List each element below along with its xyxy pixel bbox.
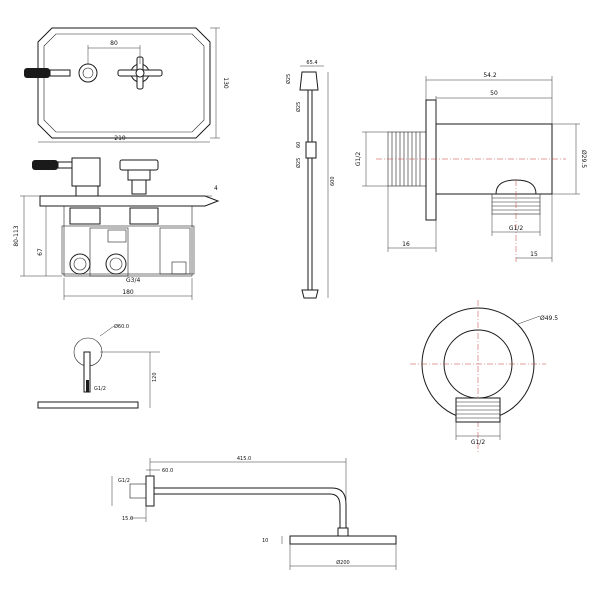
- dim-ceiling-drop: 120: [152, 372, 158, 382]
- dim-head-height: 10: [262, 538, 268, 544]
- dim-width: 210: [114, 135, 126, 142]
- thread-size-label: G3/4: [126, 277, 140, 284]
- dim-wall-offset: 15.0: [122, 516, 133, 522]
- dim-ceiling-flange: Ø60.0: [114, 323, 129, 330]
- dim-front-diameter: Ø49.5: [540, 315, 558, 322]
- rail-bottom-bracket-icon: [301, 289, 319, 299]
- dim-overall: 54.2: [483, 72, 497, 79]
- lever-handle-icon: [24, 63, 98, 83]
- rail-top-bracket-icon: [299, 71, 319, 91]
- outlet-elbow-front-view: Ø49.5 G1/2: [410, 300, 558, 452]
- rail-label-c: 60: [296, 142, 302, 148]
- dim-inlet-thread: G1/2: [355, 152, 362, 166]
- dim-body: 50: [490, 90, 498, 97]
- ceiling-head-view: Ø60.0 G1/2 120: [37, 323, 160, 409]
- dim-height: 130: [222, 77, 229, 89]
- dim-body-depth: 67: [37, 248, 44, 256]
- outlet-elbow-side-view: 54.2 50 G1/2 Ø29.5 16 G1/2 15: [355, 72, 587, 262]
- wall-thread: G1/2: [118, 478, 130, 484]
- faceplate-profile: [39, 195, 220, 207]
- dim-plate-thickness: 4: [214, 185, 218, 192]
- dim-outlet-offset: 15: [530, 251, 538, 258]
- valve-front-view: 80 130 210: [24, 27, 229, 143]
- dim-outlet-thread: G1/2: [509, 225, 523, 232]
- valve-faceplate-outer: [37, 27, 211, 139]
- wall-arm-nut: [337, 527, 349, 537]
- front-thread-icon: [455, 397, 501, 423]
- dim-wall-flange: 60.0: [162, 468, 173, 474]
- valve-side-view: 4 G3/4 80-113 67 180: [13, 157, 220, 300]
- valve-faceplate-inner: [43, 33, 205, 133]
- slide-rail-view: 65.4 Ø25 Ø25 60 Ø25 600: [285, 60, 336, 299]
- dim-body-width: 180: [122, 289, 134, 296]
- wall-arm-top: [154, 487, 347, 528]
- port-right-icon: [105, 253, 127, 275]
- ceiling-thread: G1/2: [94, 386, 106, 392]
- elbow-flange: [425, 99, 437, 221]
- rail-label-b: Ø25: [295, 102, 302, 112]
- rail-label-a: Ø25: [285, 74, 292, 84]
- dim-thread-length: 16: [402, 241, 410, 248]
- rail-label-d: Ø25: [295, 158, 302, 168]
- cross-handle-side-icon: [119, 159, 159, 195]
- dim-diameter: Ø29.5: [580, 150, 587, 168]
- dim-front-thread: G1/2: [471, 439, 485, 446]
- wall-arm-view: G1/2 415.0 60.0 15.0 10 Ø200: [111, 456, 397, 570]
- port-left-icon: [69, 253, 91, 275]
- lever-handle-side-icon: [32, 160, 58, 170]
- rail-length: 600: [330, 176, 336, 186]
- wall-head-plate: [289, 535, 397, 545]
- rail-top-dim: 65.4: [306, 60, 317, 66]
- wall-flange: [145, 475, 155, 507]
- dim-center-distance: 80: [110, 40, 118, 47]
- dim-arm-length: 415.0: [237, 456, 251, 462]
- dim-depth-range: 80-113: [13, 225, 20, 246]
- wall-arm-bottom: [154, 493, 341, 528]
- ceiling-head-plate: [37, 401, 139, 409]
- dim-head-diameter: Ø200: [336, 559, 349, 566]
- rail-slider-icon: [305, 141, 317, 159]
